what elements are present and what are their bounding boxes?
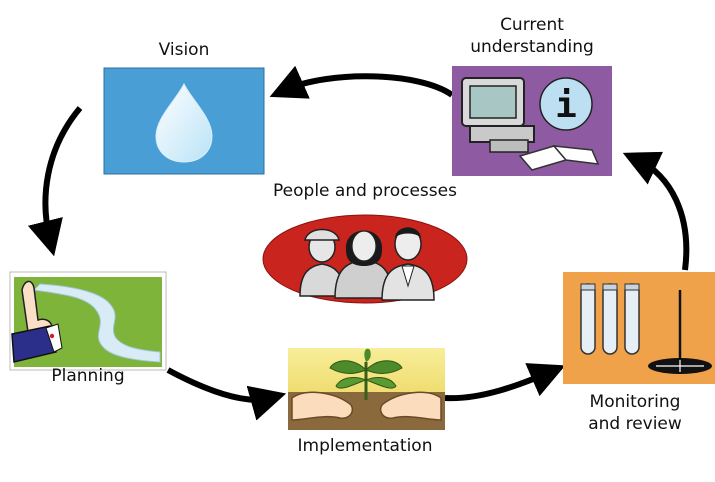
implementation-label: Implementation (297, 436, 433, 456)
pointing-hand-icon (11, 280, 63, 363)
monitoring-box (563, 272, 715, 384)
center-label: People and processes (273, 181, 457, 201)
vision-label: Vision (158, 40, 210, 60)
arrow-current-to-vision (269, 65, 454, 99)
info-icon (539, 77, 593, 131)
seedling-icon (329, 348, 403, 400)
monitoring-label-line2: and review (588, 414, 682, 434)
vision-box (103, 67, 265, 175)
arrow-planning-to-implementation (166, 367, 287, 421)
arrow-implementation-to-monitoring (444, 363, 566, 402)
probe-icon (648, 290, 712, 374)
people-icon (299, 227, 435, 301)
current-understanding-box: i (452, 66, 612, 176)
hands-icon (291, 391, 442, 421)
planning-box (9, 271, 167, 371)
planning-label: Planning (51, 366, 125, 386)
computer-icon (461, 77, 535, 153)
test-tube-icon (580, 283, 640, 355)
monitoring-label-line1: Monitoring (589, 392, 681, 412)
river-icon (32, 283, 161, 363)
people-oval (262, 214, 468, 304)
current-label-line1: Current (500, 15, 564, 35)
implementation-box (288, 348, 445, 430)
water-drop-icon (155, 82, 213, 163)
arrow-vision-to-planning (27, 106, 83, 257)
arrow-monitoring-to-current (622, 151, 690, 271)
book-icon (518, 145, 600, 171)
current-label-line2: understanding (470, 37, 594, 57)
info-glyph: i (555, 85, 577, 126)
